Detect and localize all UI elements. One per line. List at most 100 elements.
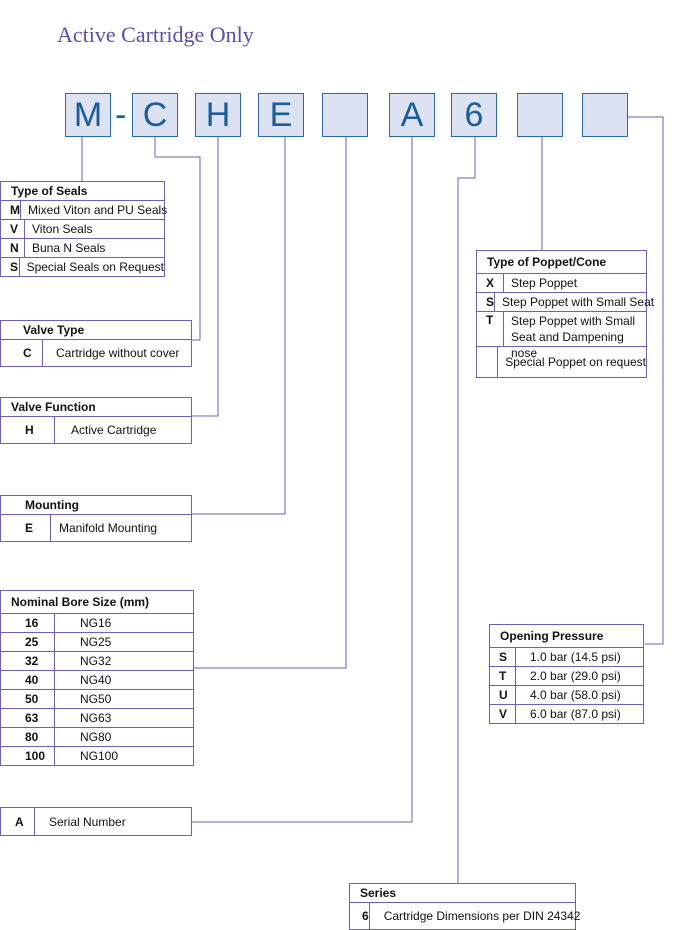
row-description: 6.0 bar (87.0 psi) bbox=[530, 707, 621, 721]
table-row: C Cartridge without cover bbox=[1, 340, 191, 366]
row-description: Viton Seals bbox=[32, 222, 93, 236]
table-row: N Buna N Seals bbox=[1, 239, 164, 258]
row-description: NG80 bbox=[80, 730, 112, 744]
row-code: V bbox=[490, 705, 516, 723]
table-row: U 4.0 bar (58.0 psi) bbox=[490, 686, 643, 705]
mounting-table: Mounting E Manifold Mounting bbox=[0, 495, 192, 542]
connector-valve-type bbox=[154, 137, 201, 341]
row-description: NG25 bbox=[80, 635, 112, 649]
row-code: 32 bbox=[1, 652, 55, 670]
connector-serial bbox=[191, 137, 413, 823]
row-code: T bbox=[490, 667, 516, 685]
row-description: NG63 bbox=[80, 711, 112, 725]
row-code: 50 bbox=[1, 690, 55, 708]
row-description: NG40 bbox=[80, 673, 112, 687]
row-description: 1.0 bar (14.5 psi) bbox=[530, 650, 621, 664]
row-description: NG16 bbox=[80, 616, 112, 630]
table-row: 40 NG40 bbox=[1, 671, 193, 690]
valve-type-header: Valve Type bbox=[1, 321, 191, 340]
code-box-seals: M bbox=[65, 93, 111, 137]
row-code: S bbox=[490, 648, 516, 666]
row-description: Special Seals on Request bbox=[26, 260, 164, 274]
table-row: 16 NG16 bbox=[1, 614, 193, 633]
row-code: N bbox=[1, 239, 25, 257]
table-row: S Special Seals on Request bbox=[1, 258, 164, 276]
row-description: NG50 bbox=[80, 692, 112, 706]
row-code: T bbox=[477, 312, 504, 346]
row-description: Special Poppet on request bbox=[505, 355, 646, 369]
connector-series bbox=[457, 137, 476, 883]
table-row: V Viton Seals bbox=[1, 220, 164, 239]
row-code: 40 bbox=[1, 671, 55, 689]
row-description: NG100 bbox=[80, 749, 119, 763]
valve-type-table: Valve Type C Cartridge without cover bbox=[0, 320, 192, 367]
table-row: Special Poppet on request bbox=[477, 347, 646, 377]
table-row: S 1.0 bar (14.5 psi) bbox=[490, 648, 643, 667]
pressure-table: Opening Pressure S 1.0 bar (14.5 psi) T 2.… bbox=[489, 624, 644, 724]
row-description: Cartridge Dimensions per DIN 24342 bbox=[383, 909, 581, 923]
code-box-series: 6 bbox=[451, 93, 497, 137]
row-description: Buna N Seals bbox=[32, 241, 106, 255]
row-code: 25 bbox=[1, 633, 55, 651]
mounting-header: Mounting bbox=[1, 496, 191, 515]
table-row: T 2.0 bar (29.0 psi) bbox=[490, 667, 643, 686]
bore-size-header: Nominal Bore Size (mm) bbox=[1, 591, 193, 614]
row-code: E bbox=[1, 515, 51, 541]
row-code: H bbox=[1, 417, 55, 443]
table-row: E Manifold Mounting bbox=[1, 515, 191, 541]
code-box-poppet bbox=[517, 93, 563, 137]
row-description: 4.0 bar (58.0 psi) bbox=[530, 688, 621, 702]
connector-mounting bbox=[191, 137, 286, 515]
table-row: 25 NG25 bbox=[1, 633, 193, 652]
row-code: 100 bbox=[1, 747, 55, 765]
row-description: Cartridge without cover bbox=[56, 346, 180, 360]
row-description: Step Poppet bbox=[511, 276, 578, 290]
row-code: 16 bbox=[1, 614, 55, 632]
series-table: Series 6 Cartridge Dimensions per DIN 243… bbox=[349, 883, 580, 930]
row-description: Step Poppet with Small Seat and Dampenin… bbox=[511, 314, 636, 360]
row-description: Serial Number bbox=[49, 814, 126, 829]
row-description: NG32 bbox=[80, 654, 112, 668]
row-code: C bbox=[1, 340, 43, 366]
series-header: Series bbox=[350, 884, 575, 903]
row-description: Manifold Mounting bbox=[59, 521, 158, 535]
code-box-pressure bbox=[582, 93, 628, 137]
row-description: Mixed Viton and PU Seals bbox=[28, 203, 168, 217]
pressure-header: Opening Pressure bbox=[490, 625, 643, 648]
table-row: X Step Poppet bbox=[477, 274, 646, 293]
row-code: S bbox=[477, 293, 496, 311]
row-code bbox=[477, 347, 499, 377]
table-row: 50 NG50 bbox=[1, 690, 193, 709]
row-code: S bbox=[1, 258, 20, 276]
row-description: 2.0 bar (29.0 psi) bbox=[530, 669, 621, 683]
valve-function-header: Valve Function bbox=[1, 398, 191, 417]
row-code: V bbox=[1, 220, 25, 238]
code-box-valve-type: C bbox=[132, 93, 178, 137]
table-row: S Step Poppet with Small Seat bbox=[477, 293, 654, 312]
connector-valve-function bbox=[191, 137, 219, 417]
code-box-bore-size bbox=[322, 93, 368, 137]
code-dash: - bbox=[115, 95, 127, 134]
row-description: Step Poppet with Small Seat bbox=[502, 295, 655, 309]
row-code: A bbox=[1, 808, 35, 835]
table-row: 32 NG32 bbox=[1, 652, 193, 671]
poppet-table: Type of Poppet/Cone X Step Poppet S Step P… bbox=[476, 250, 654, 378]
row-code: 6 bbox=[350, 903, 370, 929]
valve-function-table: Valve Function H Active Cartridge bbox=[0, 397, 192, 444]
code-box-mounting: E bbox=[258, 93, 304, 137]
row-code: M bbox=[1, 201, 21, 219]
row-code: U bbox=[490, 686, 516, 704]
row-code: X bbox=[477, 274, 504, 292]
connector-pressure bbox=[628, 116, 664, 645]
table-row: A Serial Number bbox=[1, 808, 191, 835]
row-description: Active Cartridge bbox=[71, 423, 157, 437]
poppet-header: Type of Poppet/Cone bbox=[477, 251, 646, 274]
table-row: 6 Cartridge Dimensions per DIN 24342 bbox=[350, 903, 580, 929]
page-title: Active Cartridge Only bbox=[57, 22, 254, 47]
